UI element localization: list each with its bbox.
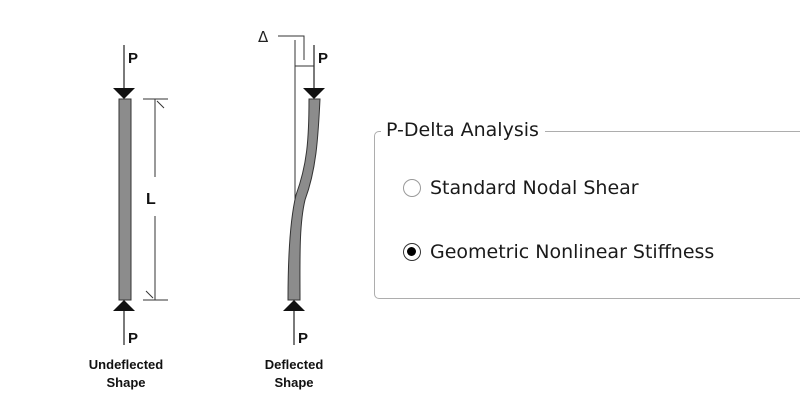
p-delta-analysis-title: P-Delta Analysis [381,119,545,141]
deflected-caption-line2: Shape [274,375,313,390]
undeflected-caption-line2: Shape [106,375,145,390]
bottom-load-label: P [298,330,308,347]
p-delta-diagram: P P L Undeflected Shape P P Δ Deflected … [89,28,328,390]
undeflected-column [118,98,132,301]
bottom-support-icon [113,300,135,311]
bottom-support-icon [283,300,305,311]
undeflected-column-figure: P P L Undeflected Shape [89,45,168,390]
deflected-caption-line1: Deflected [265,357,324,372]
top-load-arrow-icon [113,88,135,99]
option-geometric-nonlinear-stiffness[interactable]: Geometric Nonlinear Stiffness [403,241,714,263]
deflected-column [287,98,321,301]
option-label: Standard Nodal Shear [430,177,639,199]
dimension-arrow-top [156,100,165,109]
dimension-arrow-bottom [145,290,154,299]
delta-leader-line [278,35,305,60]
undeflected-caption-line1: Undeflected [89,357,163,372]
option-standard-nodal-shear[interactable]: Standard Nodal Shear [403,177,639,199]
radio-checked-icon[interactable] [403,243,421,261]
top-load-label: P [128,50,138,67]
option-label: Geometric Nonlinear Stiffness [430,241,715,263]
deflected-column-figure: P P Δ Deflected Shape [258,28,328,390]
top-load-label: P [318,50,328,67]
length-label: L [146,191,156,208]
bottom-load-label: P [128,330,138,347]
p-delta-analysis-group [374,131,800,299]
top-load-arrow-icon [303,88,325,99]
delta-label: Δ [258,28,269,46]
radio-unchecked-icon[interactable] [403,179,421,197]
